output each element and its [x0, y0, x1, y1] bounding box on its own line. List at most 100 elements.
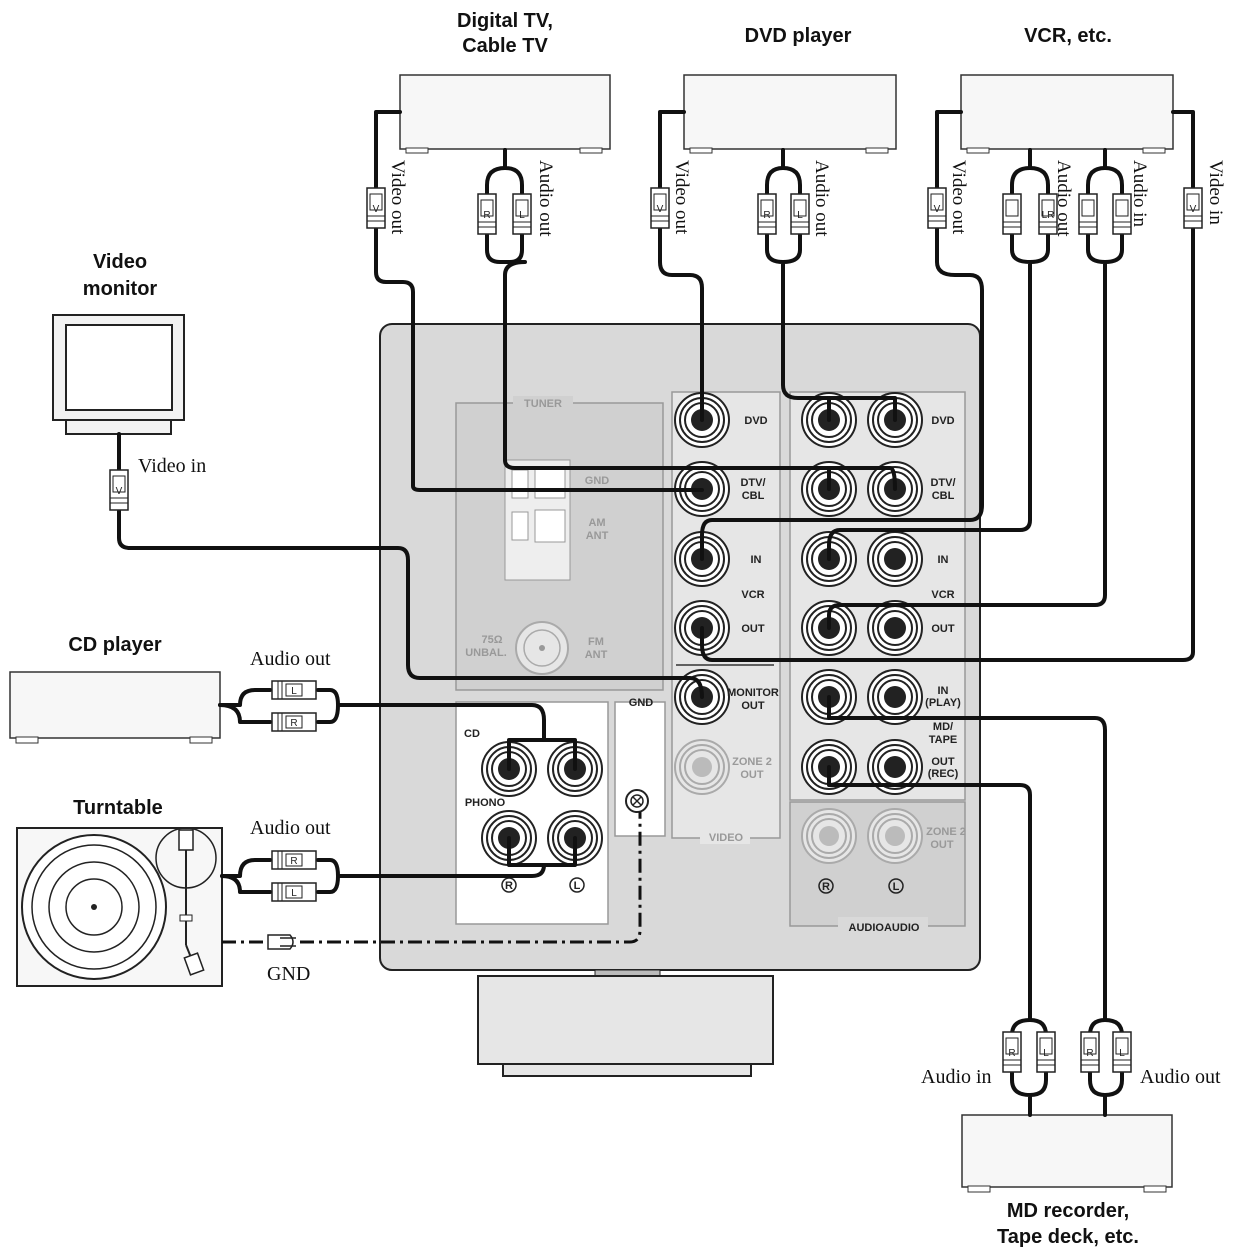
turntable-plug-r-label: R — [290, 856, 297, 867]
turntable-gnd-label: GND — [267, 963, 310, 985]
md-rec-label: (REC) — [928, 768, 959, 780]
audio-l-mark: L — [893, 881, 900, 893]
vcr-audio-in-cable — [827, 148, 1107, 630]
audio-jack-vcr-out-l[interactable] — [867, 600, 923, 656]
dvd-audio-cable-l — [781, 148, 802, 264]
dvd-audio-cable-l-join — [827, 396, 897, 422]
dvd-video-plug-label: V — [657, 204, 664, 215]
audio-jack-zone2-r[interactable] — [801, 808, 857, 864]
turntable-cable-main — [316, 836, 546, 878]
am-ant-terminal[interactable] — [534, 509, 566, 543]
vcr-video-in-cable — [700, 110, 1195, 662]
vcr-audio-out-cable — [827, 148, 1032, 561]
md-out-label: OUT — [931, 756, 955, 768]
turntable-cable-l-join — [316, 874, 340, 894]
md-audio-out-label: Audio out — [1140, 1066, 1221, 1088]
audio-l-mark-circle — [888, 878, 904, 894]
vcr-audio-in-cable-l — [1103, 148, 1124, 264]
dvd-audio-out-label: Audio out — [811, 160, 832, 237]
dvd-audio-cable-r — [765, 148, 831, 422]
turntable-audio-out-label: Audio out — [250, 817, 331, 839]
dvd-video-out-label: Video out — [671, 160, 692, 235]
md-audio-out-branch-r — [1088, 1018, 1107, 1117]
gnd-terminal[interactable] — [534, 467, 566, 499]
audio-dvd-label: DVD — [931, 415, 954, 427]
tape-label: TAPE — [929, 734, 958, 746]
zone2-out-label: OUT — [740, 769, 764, 781]
vcr-audio-in-plug-l — [1112, 193, 1132, 235]
dtv-audio-cable-l — [503, 148, 524, 264]
digital-tv-device: Digital TV, Cable TV — [399, 10, 611, 154]
dtv-audio-cable-split — [827, 466, 897, 491]
vcr-video-out-cable — [700, 110, 984, 561]
digital-tv-title: Digital TV, — [457, 10, 553, 32]
audio-section-label: AUDIOAUDIO — [849, 922, 920, 934]
md-recorder-title-1: MD recorder, — [1007, 1200, 1129, 1222]
cd-cable-r-join — [316, 703, 340, 724]
unbal-label: UNBAL. — [465, 647, 507, 659]
cartridge — [183, 952, 205, 976]
cd-label: CD — [464, 728, 480, 740]
video-dtv-label: DTV/ — [740, 477, 765, 489]
md-play-label: (PLAY) — [925, 697, 961, 709]
turntable-cable-split — [542, 836, 577, 867]
vcr-title: VCR, etc. — [1024, 25, 1112, 47]
audio-jack-zone2-l[interactable] — [867, 808, 923, 864]
dtv-video-out-label: Video out — [387, 160, 408, 235]
audio-r-mark-circle — [818, 878, 834, 894]
gnd-spade-plug — [267, 934, 296, 950]
md-audio-in-plug-l-label: L — [1043, 1048, 1049, 1059]
dvd-audio-plug-l-label: L — [797, 210, 803, 221]
video-monitor-title-1: Video — [93, 251, 147, 273]
audio-jack-vcr-in-l[interactable] — [867, 531, 923, 587]
md-audio-in-plug-r-label: R — [1008, 1048, 1015, 1059]
md-audio-in-label: Audio in — [921, 1066, 992, 1088]
cd-plug-l-label: L — [291, 686, 297, 697]
video-monitor-title-2: monitor — [83, 278, 158, 300]
video-dvd-label: DVD — [744, 415, 767, 427]
md-audio-in-branch-r — [1010, 1018, 1032, 1117]
audio-jack-md-in-l[interactable] — [867, 669, 923, 725]
md-audio-out-plug-r-label: R — [1086, 1048, 1093, 1059]
audio-r-mark: R — [822, 881, 830, 893]
video-section: VIDEO DVD DTV/ CBL IN VCR OUT MONITOR OU… — [671, 391, 781, 844]
vcr-audio-in-label: Audio in — [1129, 160, 1150, 228]
video-monitor-device: Video monitor — [52, 251, 185, 435]
vcr-audio-in-plug-r — [1078, 193, 1098, 235]
dvd-audio-plug-r-label: R — [763, 210, 770, 221]
cd-player-title: CD player — [68, 634, 162, 656]
video-jack-zone2-out[interactable] — [674, 739, 730, 795]
vcr-video-in-plug-label: V — [1190, 204, 1197, 215]
tuner-label: TUNER — [524, 398, 562, 410]
dtv-audio-plug-l-label: L — [519, 210, 525, 221]
phono-l-mark: L — [574, 880, 581, 892]
cd-audio-out-label: Audio out — [250, 648, 331, 670]
dtv-audio-out-label: Audio out — [535, 160, 556, 237]
audio-cbl-label: CBL — [932, 490, 955, 502]
vcr-audio-out-cable-l — [1028, 148, 1050, 264]
video-cbl-label: CBL — [742, 490, 765, 502]
gnd-wire — [222, 812, 642, 944]
cd-cable-split — [542, 738, 577, 771]
am-ant-label: ANT — [586, 530, 609, 542]
turntable-device: Turntable — [16, 797, 223, 987]
video-vcr-label: VCR — [741, 589, 764, 601]
cable-labels: Video out Audio out Video out Audio out … — [138, 160, 1226, 1088]
monitor-out-label: OUT — [741, 700, 765, 712]
vcr-audio-out-plug-label: LR — [1042, 210, 1055, 221]
phono-label: PHONO — [465, 797, 506, 809]
gnd-section-label: GND — [629, 697, 654, 709]
md-recorder-title-2: Tape deck, etc. — [997, 1226, 1139, 1248]
vcr-audio-out-plug-r — [1002, 193, 1022, 235]
dvd-player-device: DVD player — [683, 25, 897, 154]
md-out-cable — [827, 765, 1032, 1022]
cable-tv-title: Cable TV — [462, 35, 548, 57]
tonearm-base — [178, 829, 194, 851]
cd-cable-stub-r — [218, 703, 272, 724]
video-out-label: OUT — [741, 623, 765, 635]
turntable-cable-stub-r — [220, 858, 272, 878]
audio-out-label: OUT — [931, 623, 955, 635]
dtv-video-plug-label: V — [373, 204, 380, 215]
audio-vcr-label: VCR — [931, 589, 954, 601]
dtv-audio-plug-r-label: R — [483, 210, 490, 221]
